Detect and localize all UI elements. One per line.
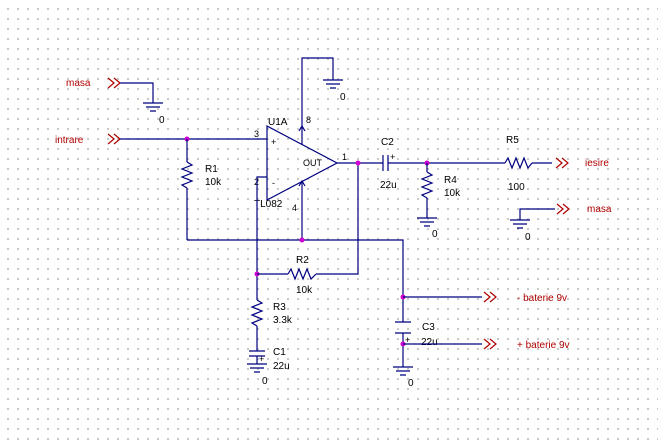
wire-vplus: [301, 57, 334, 126]
c1-polarity: +: [259, 354, 264, 364]
r5-value: 100: [508, 182, 525, 193]
ground-label: 0: [340, 92, 346, 103]
opamp-vplus-pin: [298, 124, 306, 145]
wire-inverting-input: [256, 176, 267, 300]
opamp-refdes: U1A: [268, 117, 288, 128]
capacitor-c1: + C1 22u: [249, 347, 290, 372]
opamp-minus-sign: -: [272, 178, 275, 188]
opamp-pin-3: 3: [254, 129, 259, 139]
ground-symbol-3: 0: [247, 363, 268, 387]
resistor-r4: R4 10k: [420, 171, 461, 199]
port-baterie-minus-label: - baterie 9v: [517, 293, 567, 304]
port-masa-top: masa: [66, 77, 121, 89]
opamp-pin-8: 8: [306, 115, 311, 125]
c3-value: 22u: [421, 337, 438, 348]
ground-symbol-4: 0: [417, 217, 438, 240]
ground-symbol-5: 0: [510, 219, 531, 243]
port-baterie-plus-label: + baterie 9v: [517, 340, 570, 351]
port-iesire: iesire: [555, 157, 609, 169]
wire-masa-top: [120, 82, 154, 103]
resistor-r2: R2 10k: [287, 255, 317, 296]
wire-masa-right: [519, 208, 555, 220]
opamp-vminus-pin: [298, 179, 306, 200]
port-masa-right: masa: [556, 203, 612, 215]
opamp-u1a: U1A TL082 OUT 3 2 1 4 8 + -: [254, 115, 347, 213]
ground-symbol-2: 0: [323, 79, 346, 103]
ground-label: 0: [432, 229, 438, 240]
r4-name: R4: [444, 175, 457, 186]
port-baterie-minus: - baterie 9v: [483, 291, 567, 304]
ground-label: 0: [262, 376, 268, 387]
c1-value: 22u: [273, 361, 290, 372]
opamp-pin-4: 4: [292, 203, 297, 213]
r5-name: R5: [506, 135, 519, 146]
opamp-pin-1: 1: [342, 152, 347, 162]
opamp-part: TL082: [254, 199, 283, 210]
port-intrare-label: intrare: [55, 135, 84, 146]
junction-dot: [355, 160, 361, 166]
opamp-out-label: OUT: [303, 158, 323, 168]
port-masa-right-label: masa: [587, 204, 612, 215]
resistor-r3: R3 3.3k: [250, 299, 293, 327]
resistor-r1: R1 10k: [180, 161, 222, 189]
opamp-plus-sign: +: [271, 137, 276, 147]
ground-symbol-6: 0: [393, 366, 414, 389]
r1-name: R1: [205, 164, 218, 175]
resistor-r5: R5 100: [504, 135, 533, 193]
wire-feedback: [257, 163, 359, 275]
r4-value: 10k: [444, 188, 461, 199]
ground-label: 0: [408, 378, 414, 389]
ground-label: 0: [159, 115, 165, 126]
capacitor-c3: + C3 22u: [395, 321, 438, 348]
port-masa-top-label: masa: [66, 78, 91, 89]
c2-name: C2: [381, 137, 394, 148]
c2-value: 22u: [380, 180, 397, 191]
port-baterie-plus: + baterie 9v: [483, 338, 570, 351]
c3-polarity: +: [405, 335, 410, 345]
port-intrare: intrare: [55, 133, 121, 146]
wire-supply-bus: [187, 239, 404, 297]
ground-symbol-1: 0: [143, 102, 165, 126]
port-iesire-label: iesire: [585, 158, 609, 169]
ground-label: 0: [525, 232, 531, 243]
c2-polarity: +: [390, 152, 395, 162]
r2-name: R2: [296, 255, 309, 266]
capacitor-c2: + C2 22u: [380, 137, 397, 191]
r3-name: R3: [273, 302, 286, 313]
r3-value: 3.3k: [273, 315, 293, 326]
c3-name: C3: [422, 322, 435, 333]
c1-name: C1: [273, 347, 286, 358]
r1-value: 10k: [205, 177, 222, 188]
r2-value: 10k: [296, 285, 313, 296]
junction-dot: [299, 237, 305, 243]
